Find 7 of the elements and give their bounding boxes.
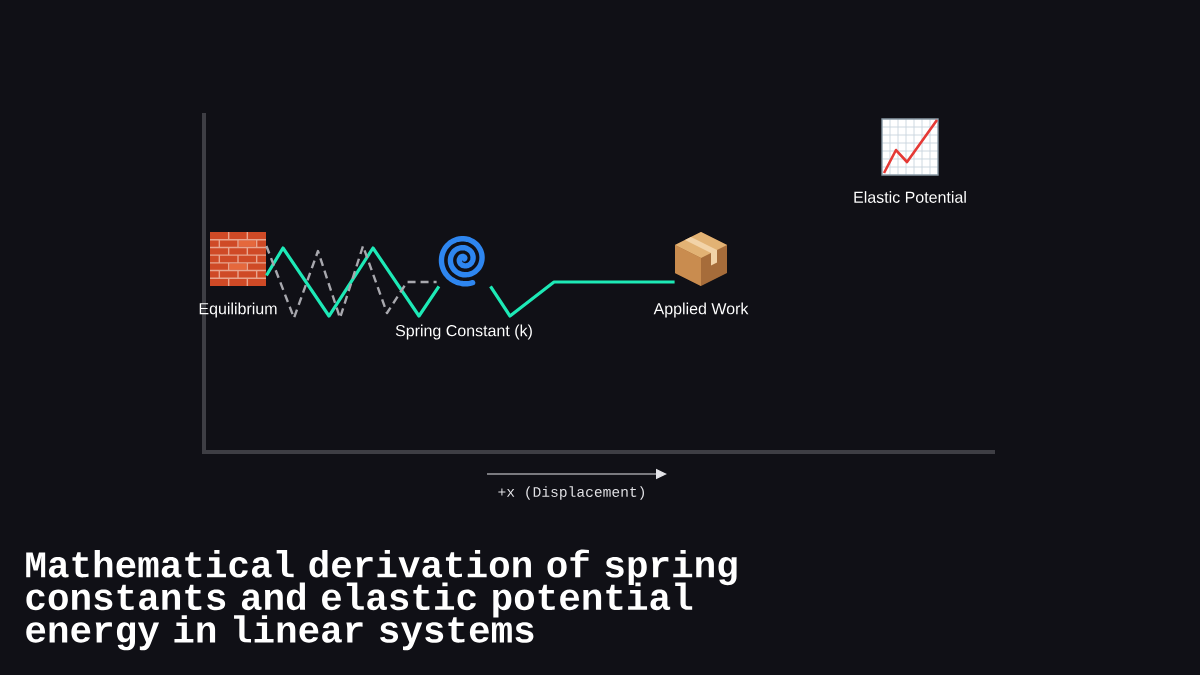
node-label: Spring Constant (k) <box>395 324 532 340</box>
node-label: Applied Work <box>653 302 749 318</box>
title: Mathematical derivation of spring constants and elastic potential energy in linear systems <box>26 549 737 651</box>
axis-label: +x (Displacement) <box>498 486 644 500</box>
node-label: Equilibrium <box>199 302 277 318</box>
node-label: Elastic Potential <box>854 191 966 203</box>
spring-line <box>489 280 675 318</box>
